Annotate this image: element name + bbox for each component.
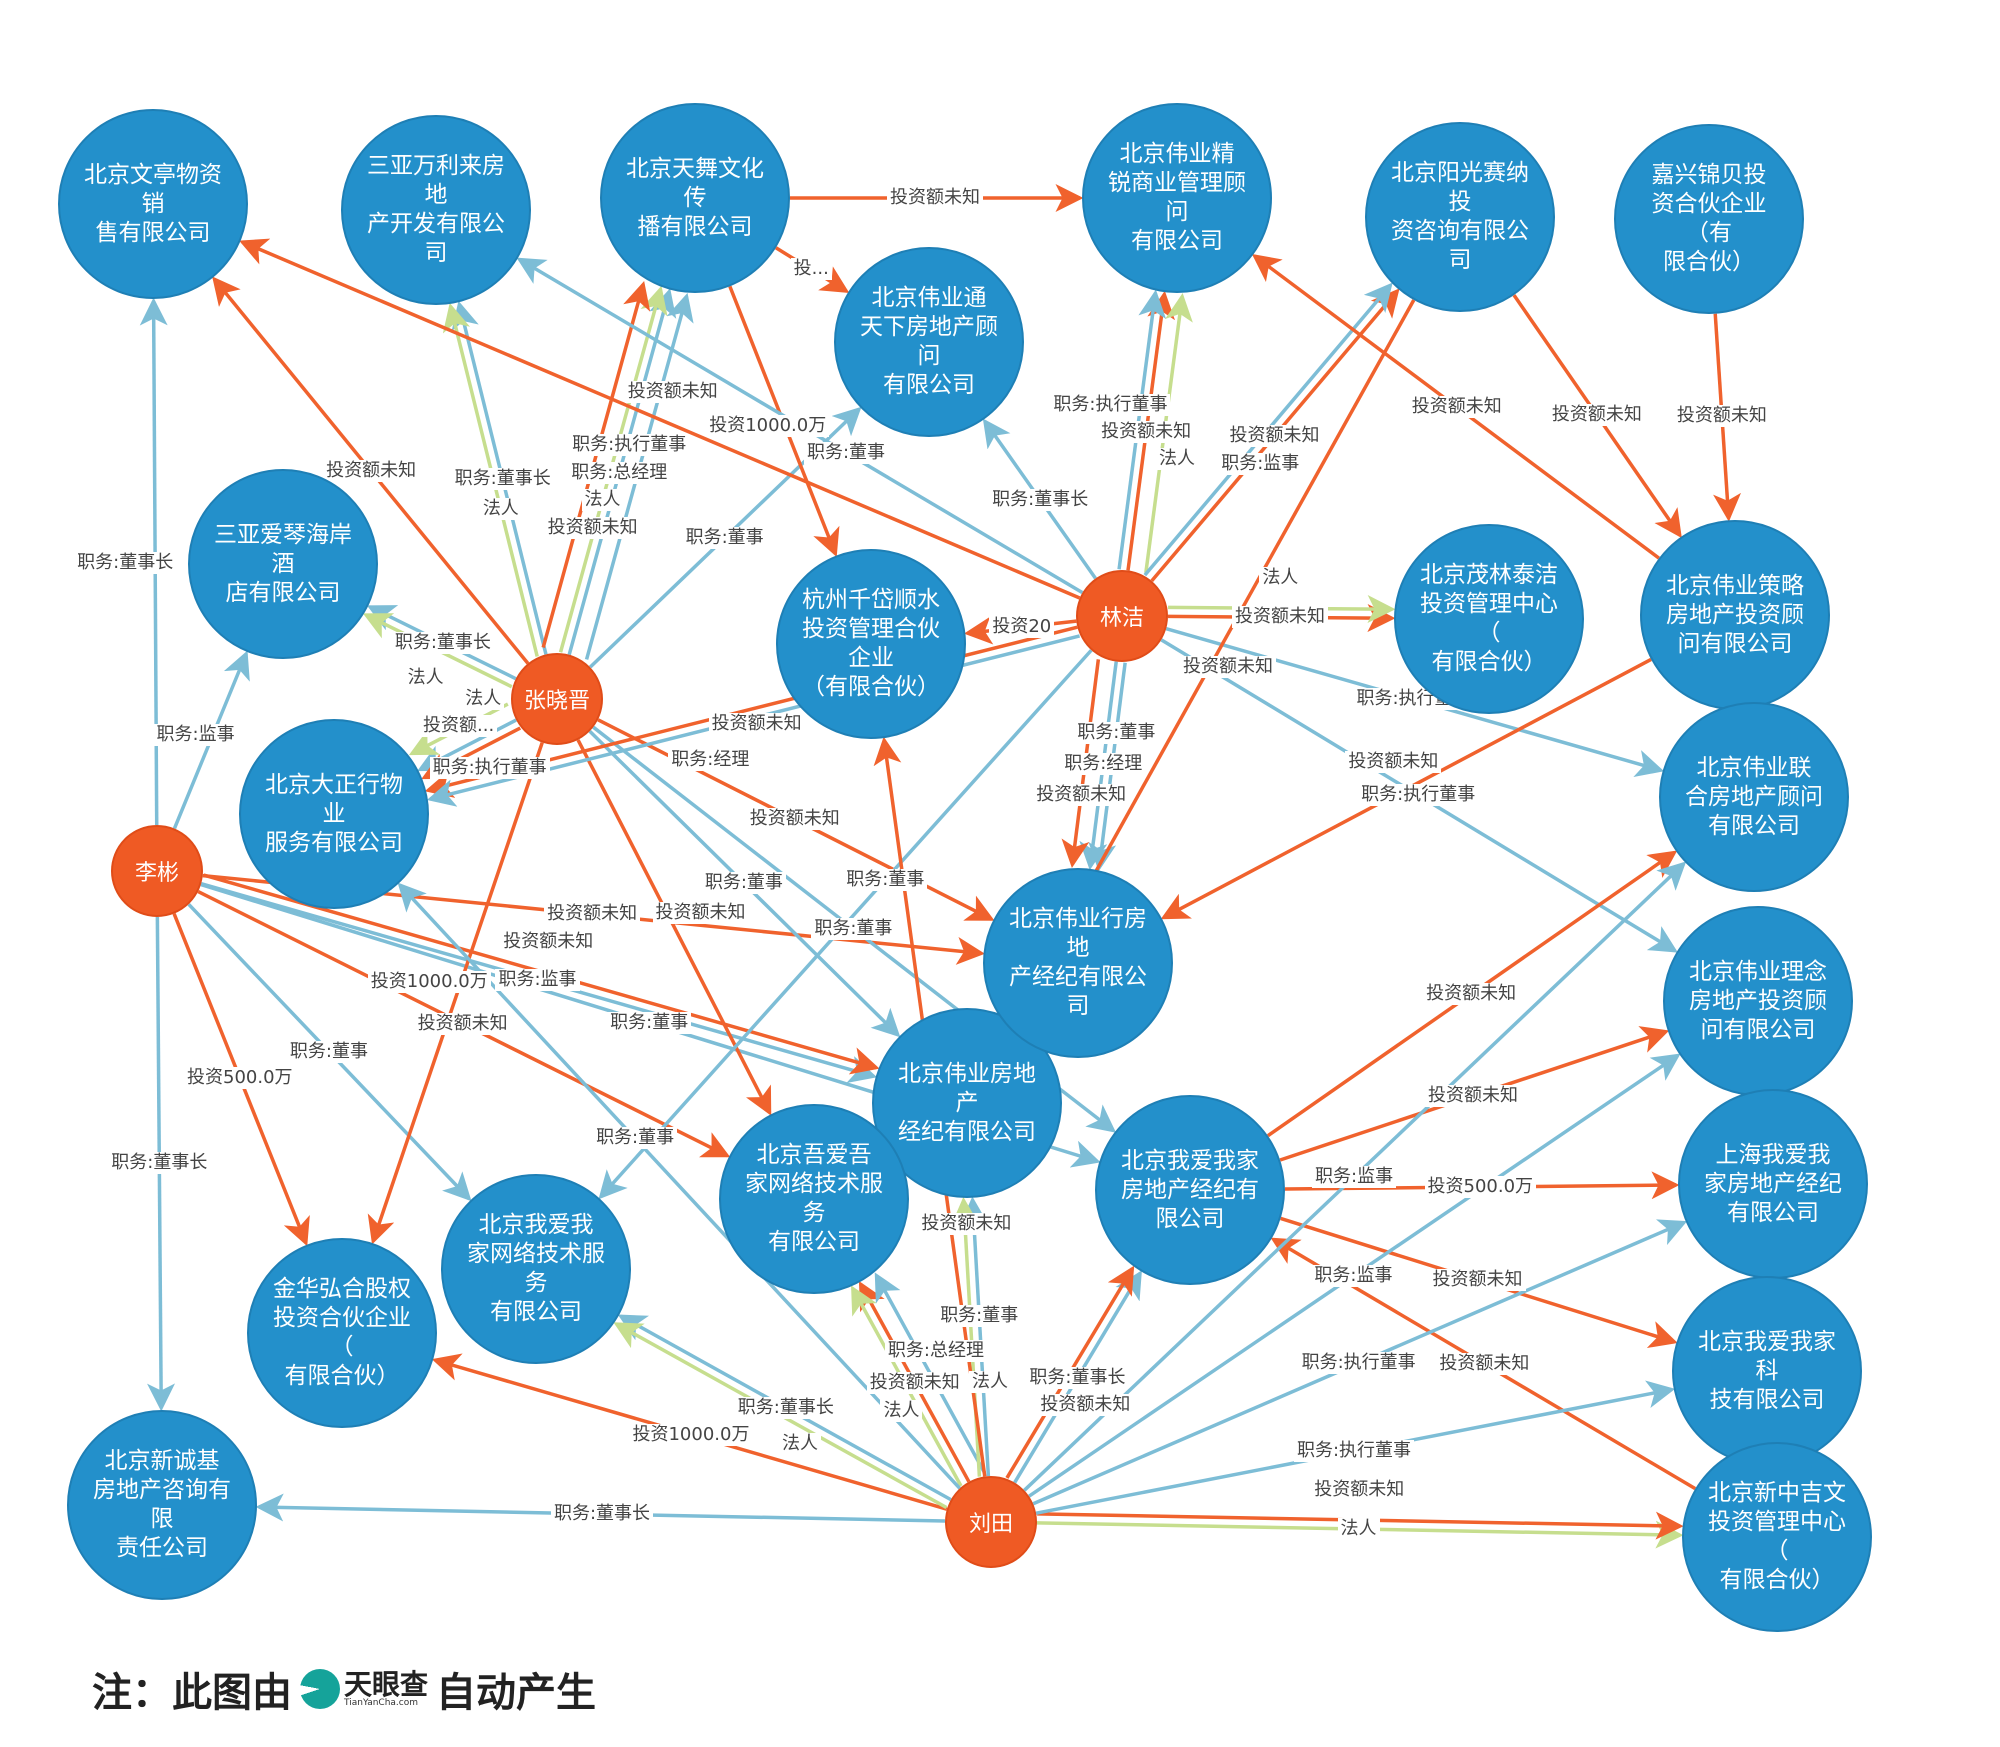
company-node-hz[interactable]: 杭州千岱顺水 投资管理合伙企业 （有限合伙） [776,549,966,739]
logo-domain: TianYanCha.com [344,1697,419,1708]
company-node-dz[interactable]: 北京大正行物业 服务有限公司 [239,719,429,909]
edge-role-lj-jr [1117,289,1167,570]
logo-name: 天眼查 [344,1667,429,1701]
company-node-ml[interactable]: 北京茂林泰洁 投资管理中心（ 有限合伙） [1394,524,1584,714]
edge-role-lb-xcj [147,916,176,1412]
edge-role-lb-aq [172,650,250,830]
company-node-ln[interactable]: 北京伟业理念 房地产投资顾 问有限公司 [1663,906,1853,1096]
edge-role-lt-wawj [1013,1270,1142,1484]
edge-role-lt-xcj [255,1493,946,1523]
edge-legal-lj-jr [1144,293,1193,573]
edge-legal-zxj-tw [558,285,668,653]
edge-invest-lt-wawu [858,1280,971,1483]
company-node-wawj[interactable]: 北京我爱我家房地产经纪有限公司 [1095,1095,1285,1285]
person-node-lj[interactable]: 林洁 [1076,570,1168,662]
edge-legal-zxj-dz [408,702,509,756]
edge-role-lj-wyt [982,418,1097,580]
edge-invest-zxj-wyx [597,718,995,921]
edge-invest-zxj-tw [541,280,651,648]
edge-role-lb-wt [139,297,168,826]
edge-role-zxj-aq [366,605,517,681]
edge-invest-lj-ml [1167,604,1396,633]
edge-role-zxj-dz [417,718,517,772]
edge-legal-zxj-aq [362,613,513,689]
edge-legal-zxj-wl [442,302,539,657]
company-node-kj[interactable]: 北京我爱我家科 技有限公司 [1672,1276,1862,1466]
edge-role-lt-wawl [617,1314,952,1502]
company-node-aq[interactable]: 三亚爱琴海岸酒 店有限公司 [188,469,378,659]
company-node-jx[interactable]: 嘉兴锦贝投 资合伙企业（有 限合伙） [1614,124,1804,314]
company-node-xzj[interactable]: 北京新中吉文 投资管理中心（ 有限合伙） [1682,1442,1872,1632]
company-node-yg[interactable]: 北京阳光赛纳投 资咨询有限公司 [1365,122,1555,312]
footer-note: 注：此图由 天眼查 TianYanCha.com 自动产生 [92,1660,596,1718]
company-node-cl[interactable]: 北京伟业策略 房地产投资顾 问有限公司 [1640,520,1830,710]
company-node-wyt[interactable]: 北京伟业通 天下房地产顾问 有限公司 [834,247,1024,437]
company-node-wyx[interactable]: 北京伟业行房地 产经纪有限公司 [983,868,1173,1058]
company-node-tw[interactable]: 北京天舞文化传 播有限公司 [600,103,790,293]
company-node-lh[interactable]: 北京伟业联 合房地产顾问 有限公司 [1659,702,1849,892]
tianyancha-logo-icon [300,1669,340,1709]
company-node-wt[interactable]: 北京文亭物资销 售有限公司 [58,109,248,299]
edge-invest-wawj-ln [1279,1026,1670,1162]
edge-role-zxj-wyfd [588,730,901,1038]
company-node-wl[interactable]: 三亚万利来房地 产开发有限公司 [341,115,531,305]
person-node-lt[interactable]: 刘田 [945,1476,1037,1568]
edge-invest-tw-wyt [774,246,850,293]
company-node-sh[interactable]: 上海我爱我 家房地产经纪 有限公司 [1678,1089,1868,1279]
edge-role-zxj-wl [451,300,548,655]
edge-invest-lj-jr [1126,290,1176,571]
edge-role-lt-dz [397,882,961,1490]
edge-invest-lt-jh [431,1353,948,1511]
company-node-jh[interactable]: 金华弘合股权 投资合伙企业（ 有限合伙） [247,1238,437,1428]
company-node-xcj[interactable]: 北京新诚基 房地产咨询有限 责任公司 [67,1410,257,1600]
edge-role-lt-kj [1035,1380,1676,1515]
edge-legal-lt-wawu [851,1285,963,1487]
company-node-jr[interactable]: 北京伟业精 锐商业管理顾问 有限公司 [1082,103,1272,293]
company-node-wawl[interactable]: 北京我爱我 家网络技术服务 有限公司 [441,1174,631,1364]
edge-invest-jx-cl [1713,313,1742,522]
edge-invest-xzj-wawj [1270,1237,1697,1491]
edge-invest-lb-jh [172,913,310,1247]
edge-invest-tw-hz [728,285,840,558]
edge-role-lt-wyfd [959,1196,991,1477]
person-node-lb[interactable]: 李彬 [111,825,203,917]
edge-legal-lj-ml [1168,595,1396,624]
edge-role-zxj-tw [567,288,677,656]
edge-invest-yg-cl [1512,294,1682,539]
person-node-zxj[interactable]: 张晓晋 [511,653,603,745]
tianyancha-logo: 天眼查 TianYanCha.com [300,1669,428,1709]
footer-suffix: 自动产生 [436,1670,597,1716]
edge-invest-wawj-lh [1266,850,1678,1138]
edge-invest-lj-wt [239,238,1081,600]
footer-prefix: 注：此图由 [92,1670,292,1716]
edge-invest-zxj-wawu [576,739,772,1116]
company-node-wawu[interactable]: 北京吾爱吾 家网络技术服务 有限公司 [719,1104,909,1294]
